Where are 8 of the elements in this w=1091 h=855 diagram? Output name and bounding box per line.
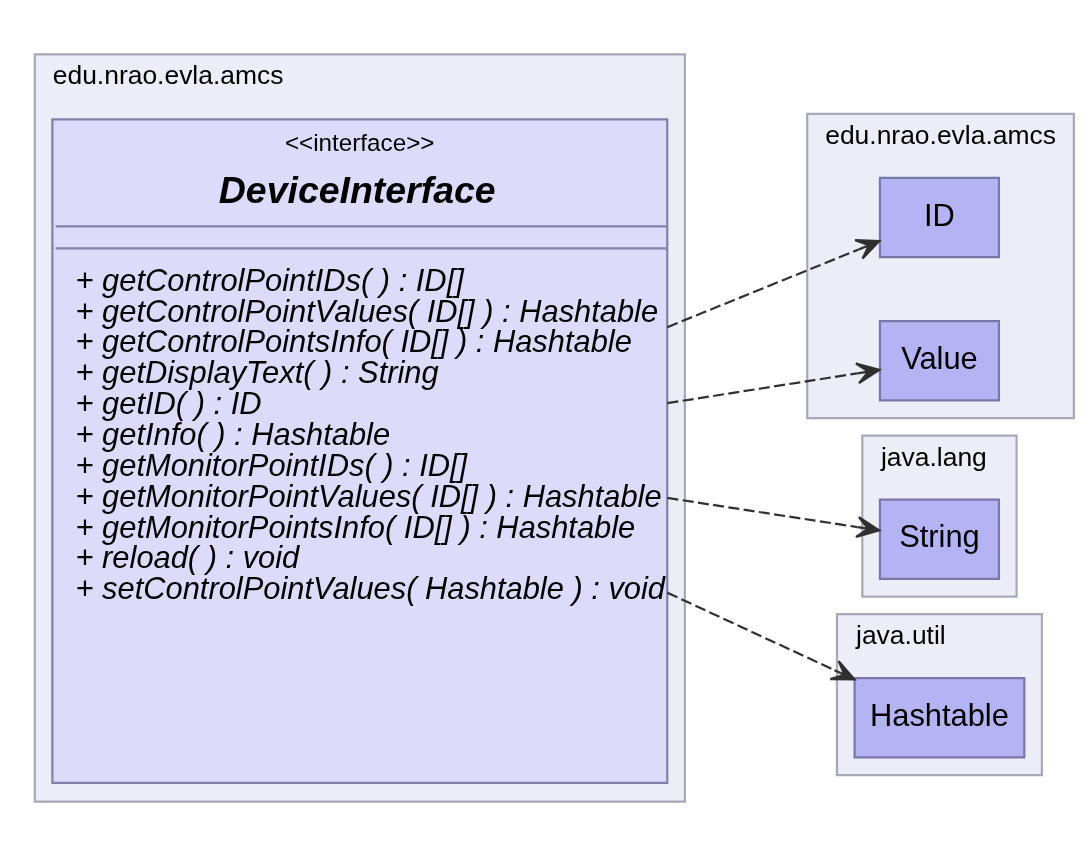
arrow xyxy=(667,361,881,404)
node-box: ID xyxy=(878,176,1001,258)
arrow xyxy=(666,591,856,681)
node-box: Hashtable xyxy=(853,676,1026,759)
node-box: Value xyxy=(878,319,1001,402)
node-box: String xyxy=(878,498,1001,580)
arrow xyxy=(666,238,881,328)
arrow xyxy=(667,496,881,538)
